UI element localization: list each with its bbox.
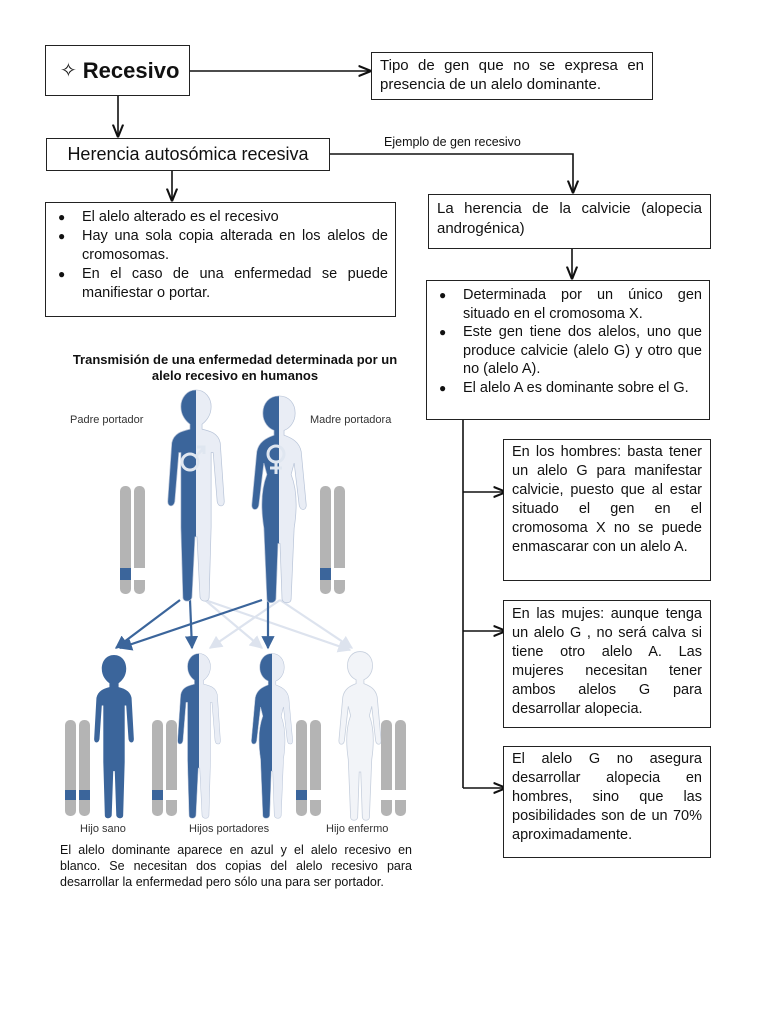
male-symbol-icon	[180, 445, 206, 472]
child-carrier	[251, 654, 292, 819]
list-item: El alelo A es dominante sobre el G.	[437, 379, 702, 398]
inheritance-arrow	[208, 599, 281, 649]
inheritance-arrow	[279, 599, 354, 649]
arrow-herencia-to-calvicie	[330, 153, 573, 192]
list-item: En el caso de una enfermedad se puede ma…	[56, 265, 388, 303]
mother-label: Madre portadora	[310, 414, 392, 426]
calvicie-features-box: Determinada por un único gen situado en …	[426, 280, 710, 420]
inheritance-arrow	[118, 598, 263, 651]
child-healthy	[94, 655, 134, 818]
child-carrier	[178, 654, 221, 819]
inheritance-arrow	[204, 598, 352, 653]
list-item: Determinada por un único gen situado en …	[437, 286, 702, 323]
chromosome-pair	[296, 720, 321, 816]
figure-title: Transmisión de una enfermedad determinad…	[72, 352, 398, 383]
definition-box: Tipo de gen que no se expresa en presenc…	[371, 52, 653, 100]
healthy-child-label: Hijo sano	[80, 823, 126, 835]
figure-caption: El alelo dominante aparece en azul y el …	[60, 843, 412, 889]
female-symbol-icon	[266, 444, 286, 474]
father-figure	[168, 390, 225, 601]
probabilidad-note-box: El alelo G no asegura desarrollar alopec…	[503, 746, 711, 858]
carrier-children-label: Hijos portadores	[189, 823, 270, 835]
child-affected	[339, 652, 381, 821]
inheritance-arrow	[204, 599, 264, 649]
mother-figure	[252, 396, 306, 603]
calvicie-box: La herencia de la calvicie (alopecia and…	[428, 194, 711, 249]
hombres-box: En los hombres: basta tener un alelo G p…	[503, 439, 711, 581]
list-item: Hay una sola copia alterada en los alelo…	[56, 227, 388, 265]
four-pointed-star-icon: ✧	[60, 60, 77, 82]
chromosome-pair	[152, 720, 177, 816]
list-item: El alelo alterado es el recesivo	[56, 208, 388, 227]
chromosome-pair	[65, 720, 90, 816]
title-box: ✧ Recesivo	[45, 45, 190, 96]
chromosome-pair	[381, 720, 406, 816]
herencia-box: Herencia autosómica recesiva	[46, 138, 330, 171]
chromosome-pair	[320, 486, 345, 594]
mujeres-box: En las mujes: aunque tenga un alelo G , …	[503, 600, 711, 728]
herencia-features-box: El alelo alterado es el recesivo Hay una…	[45, 202, 396, 317]
affected-child-label: Hijo enfermo	[326, 823, 389, 835]
chromosome-pair	[120, 486, 145, 594]
title-text: Recesivo	[82, 57, 180, 83]
father-label: Padre portador	[70, 414, 144, 426]
ejemplo-label: Ejemplo de gen recesivo	[384, 135, 521, 149]
inheritance-arrow	[114, 599, 181, 649]
list-item: Este gen tiene dos alelos, uno que produ…	[437, 323, 702, 379]
